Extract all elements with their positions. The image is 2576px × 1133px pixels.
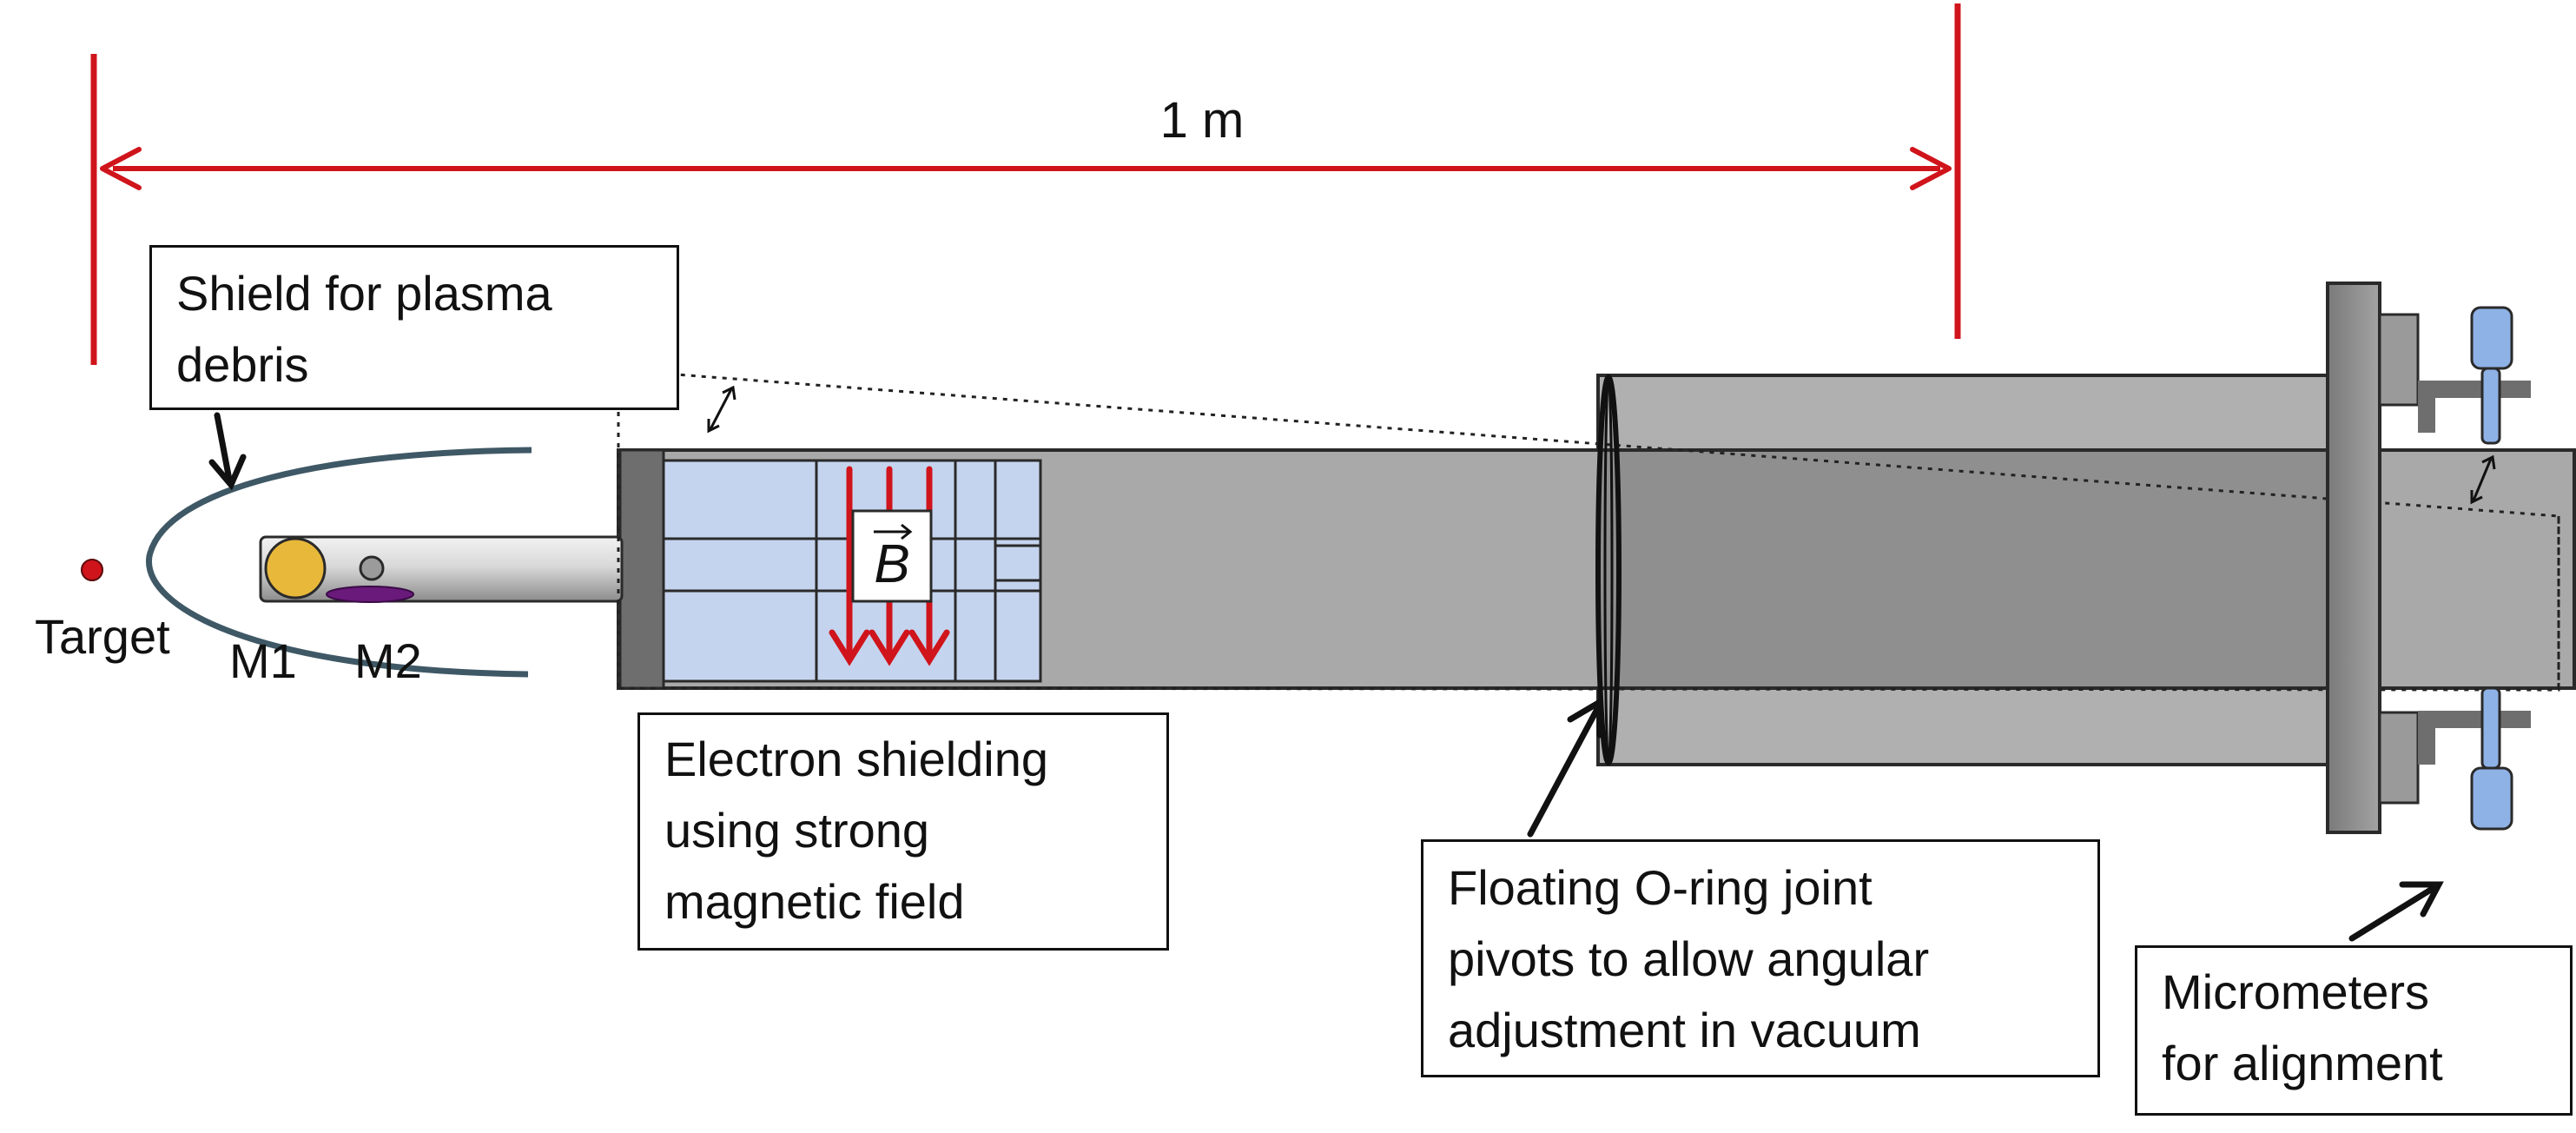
scale-label: 1 m — [1160, 92, 1245, 149]
plasma-shield-curve — [146, 447, 532, 678]
micrometer-top — [2418, 306, 2531, 445]
scale-arrowhead-right — [1910, 147, 1952, 190]
shield-callout: Shield for plasma debris — [149, 245, 679, 410]
scale-arrowhead-left — [100, 147, 142, 190]
micrometer-pointer — [2348, 885, 2437, 942]
micrometers-callout-line1: Micrometers — [2162, 964, 2430, 1019]
b-field-label: B — [874, 534, 909, 594]
m1-label: M1 — [229, 633, 297, 688]
micrometers-callout: Micrometers for alignment — [2135, 945, 2573, 1116]
m2-label: M2 — [354, 633, 422, 688]
target-label: Target — [35, 609, 170, 664]
shield-pointer — [214, 412, 233, 483]
scale-bar: 1 m — [90, 3, 1961, 365]
tilt-double-arrow-left — [707, 385, 736, 434]
oring-callout-line1: Floating O-ring joint — [1448, 860, 1873, 915]
b-field-label-box — [851, 509, 933, 603]
m2-base — [326, 586, 414, 603]
electron-callout-line1: Electron shielding — [664, 732, 1049, 786]
target-point — [81, 559, 103, 581]
m2-mirror — [359, 555, 385, 581]
oring-pointer — [1527, 707, 1600, 838]
b-field-vector-arrow — [874, 523, 913, 540]
o-ring-joint — [1595, 374, 1622, 765]
m1-mirror — [264, 537, 327, 600]
electron-shielding-callout: Electron shielding using strong magnetic… — [637, 712, 1169, 951]
electron-callout-line2: using strong — [664, 803, 930, 858]
electron-callout-line3: magnetic field — [664, 874, 965, 929]
b-field-arrows — [829, 466, 950, 666]
oring-callout: Floating O-ring joint pivots to allow an… — [1421, 839, 2100, 1077]
micrometers-callout-line2: for alignment — [2162, 1036, 2443, 1090]
magnet-block: B — [662, 459, 1042, 683]
mirror-tube — [259, 535, 624, 603]
shield-callout-line1: Shield for plasma — [176, 266, 552, 321]
alignment-envelope — [617, 368, 2560, 692]
oring-callout-line3: adjustment in vacuum — [1448, 1003, 1921, 1057]
pointer-arrows — [208, 412, 2444, 942]
oring-callout-line2: pivots to allow angular — [1448, 931, 1930, 986]
tilt-double-arrow-right — [2470, 454, 2496, 505]
shield-callout-line2: debris — [176, 337, 309, 392]
micrometer-bottom — [2418, 686, 2531, 831]
flange — [2326, 282, 2420, 834]
